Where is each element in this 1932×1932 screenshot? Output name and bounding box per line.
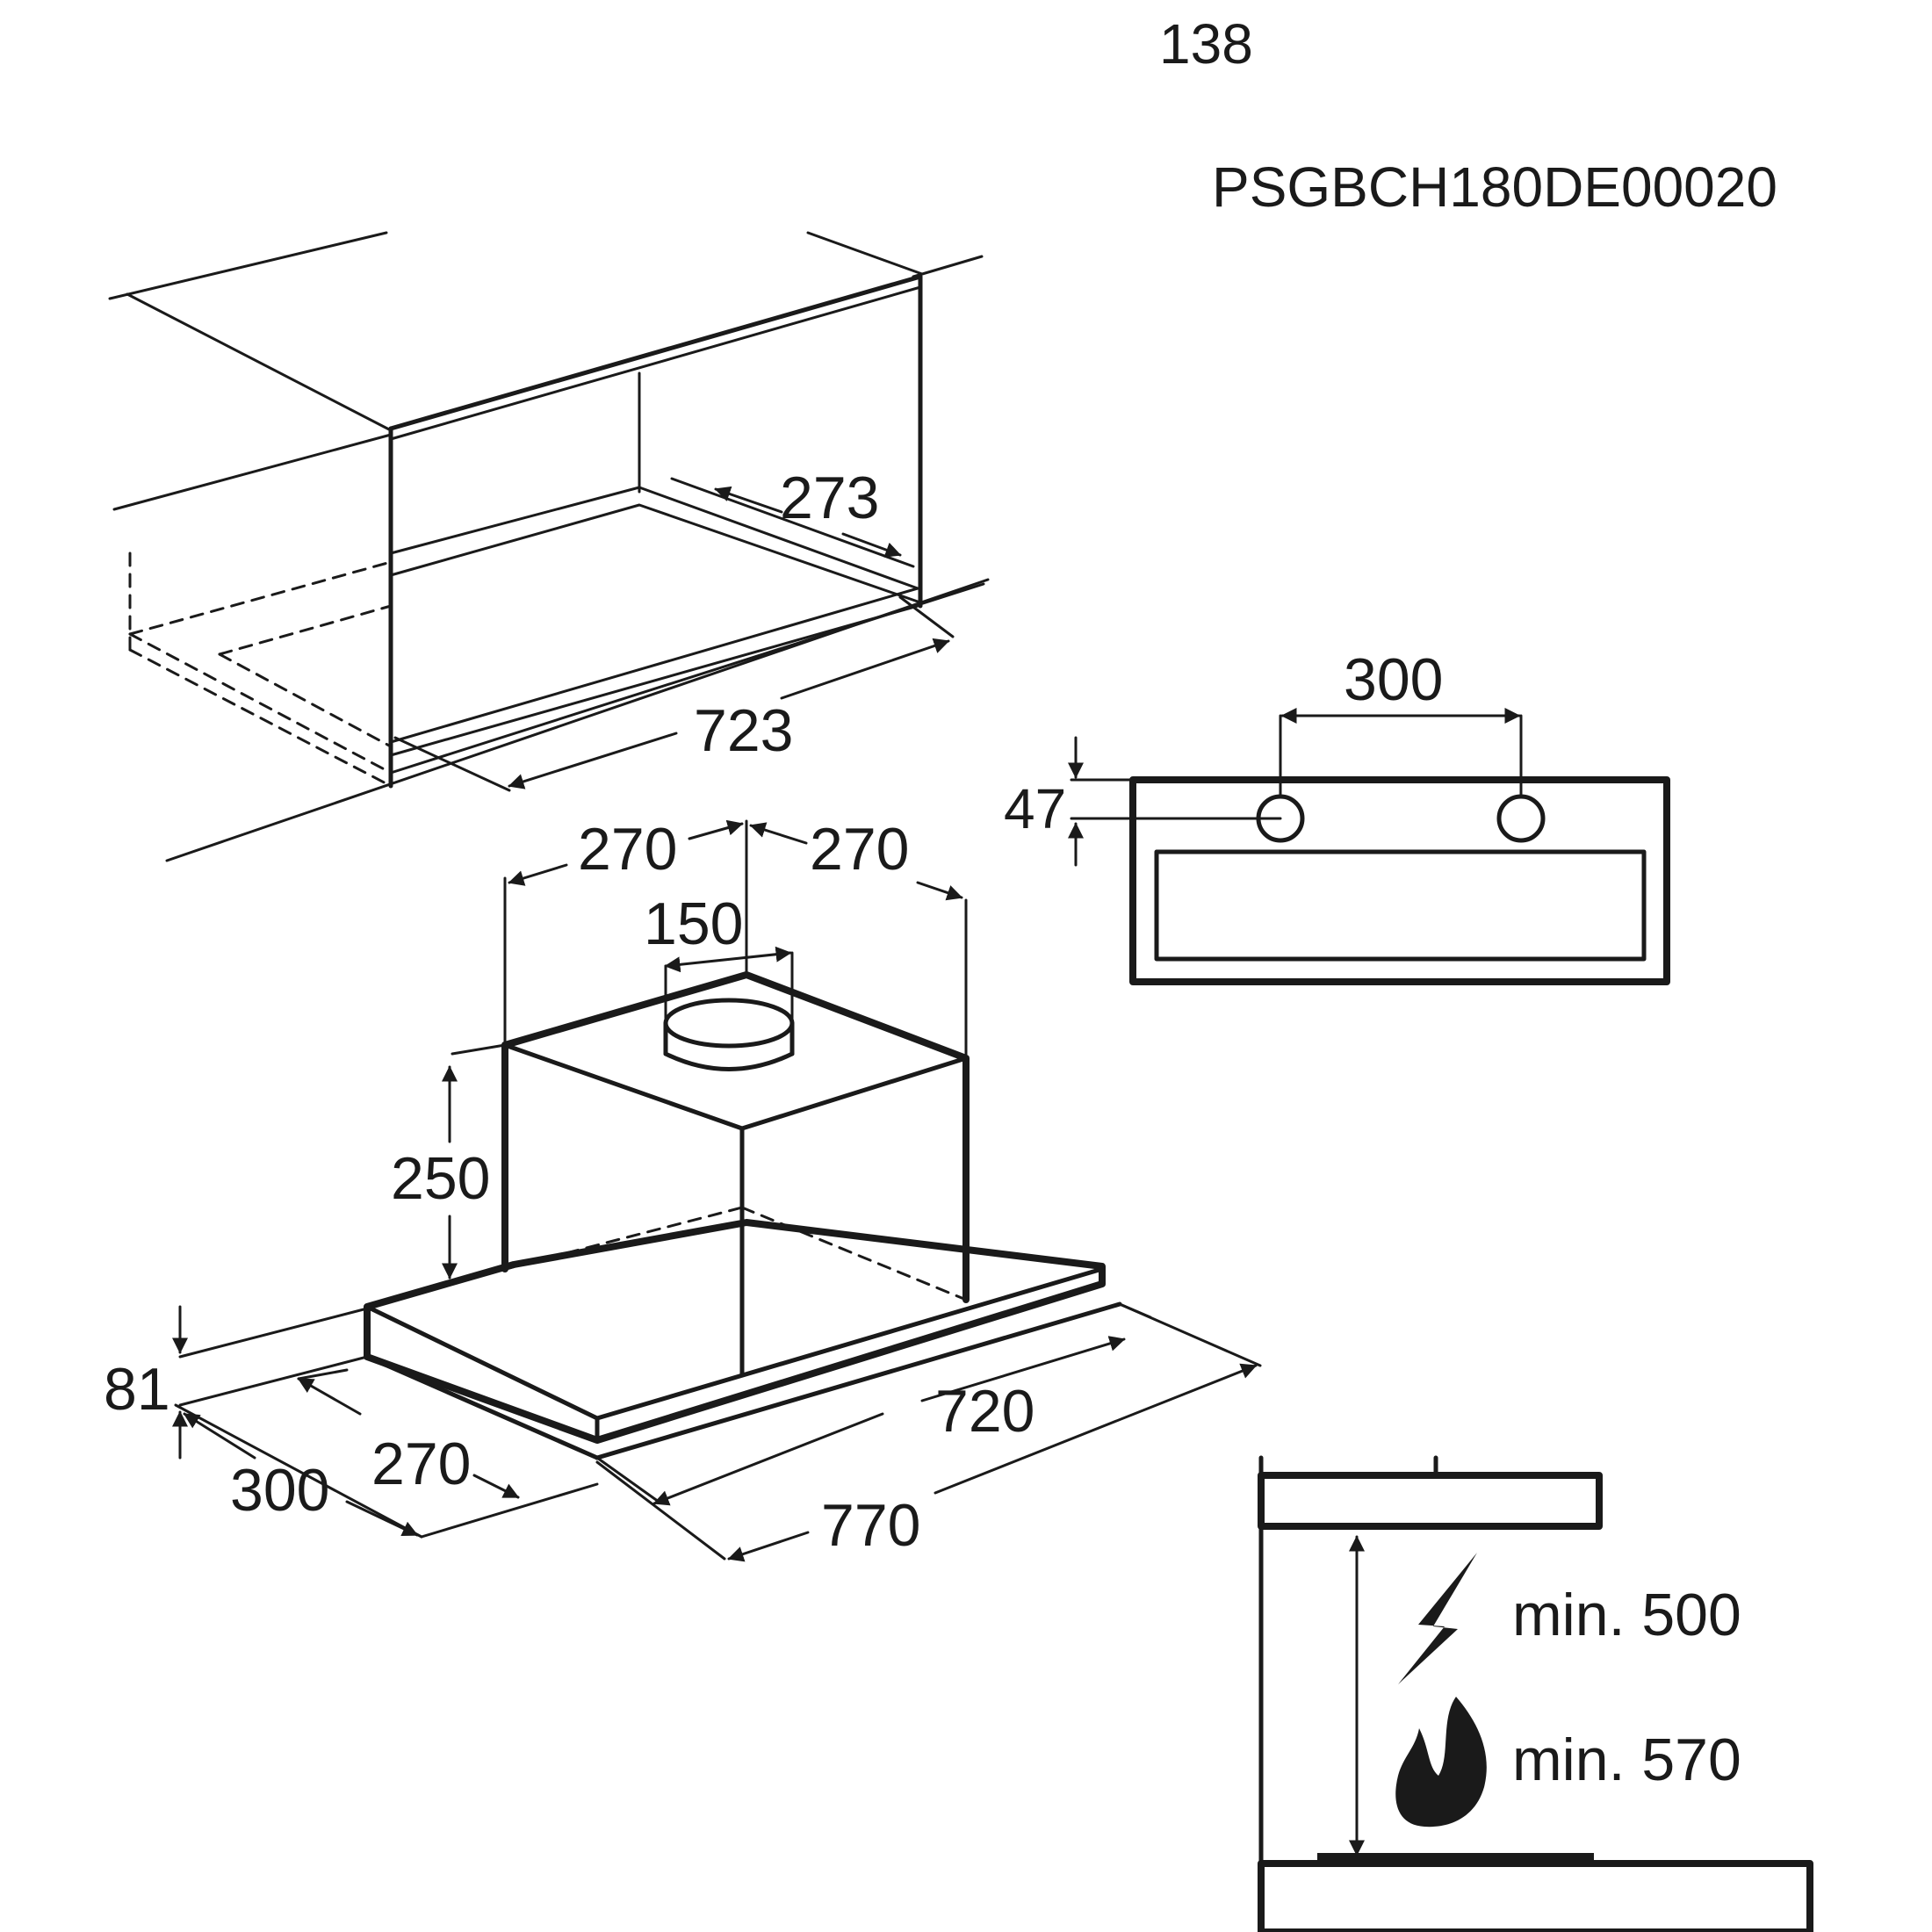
page-number: 138: [1159, 12, 1253, 76]
flame-icon: [1395, 1697, 1487, 1827]
front-view-drawing: 300 47: [1004, 646, 1670, 985]
gas-clearance-label: min. 570: [1512, 1727, 1741, 1793]
lightning-icon: [1398, 1553, 1477, 1684]
hood-height-label: 250: [391, 1145, 490, 1212]
electric-clearance-label: min. 500: [1512, 1582, 1741, 1648]
spacing-label: 300: [1344, 646, 1443, 713]
outlet-diameter-label: 150: [644, 890, 743, 957]
inner-width-label: 720: [935, 1378, 1034, 1445]
clearance-drawing: min. 500 min. 570: [1258, 1455, 1813, 1932]
document-code: PSGBCH180DE00020: [1212, 155, 1777, 219]
outer-depth-label: 300: [230, 1457, 329, 1524]
hood-top-left-label: 270: [578, 816, 677, 883]
offset-label: 47: [1004, 777, 1066, 840]
cabinet-depth-label: 273: [780, 465, 879, 531]
cabinet-width-label: 723: [694, 697, 793, 764]
base-thickness-label: 81: [104, 1356, 170, 1423]
cabinet-drawing: 273 723: [108, 231, 990, 862]
hood-drawing: 270 270 150 250 81 270 300 720: [104, 816, 1262, 1562]
outer-width-label: 770: [821, 1492, 920, 1559]
hood-top-right-label: 270: [810, 816, 909, 883]
inner-depth-label: 270: [371, 1431, 471, 1497]
